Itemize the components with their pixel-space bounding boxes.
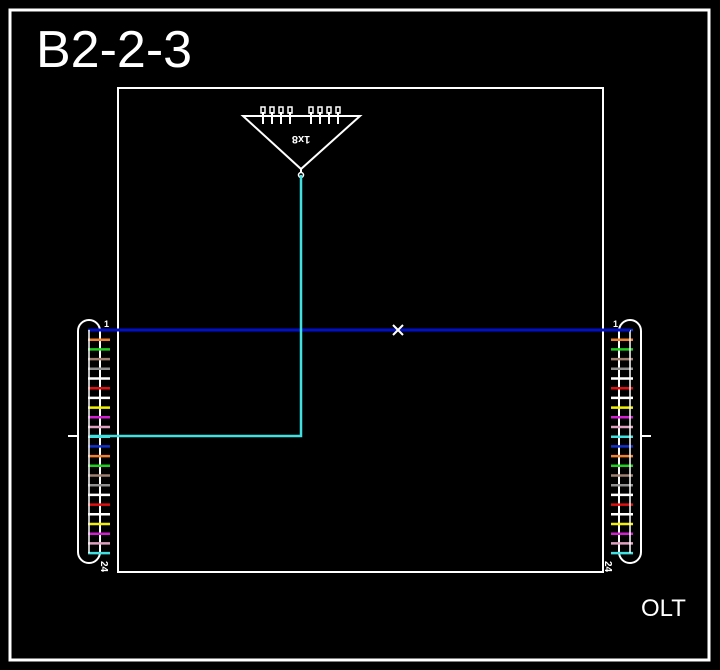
splitter-port-icon	[260, 106, 266, 114]
port-label-first: 1	[613, 319, 618, 329]
splitter-triangle	[240, 115, 363, 171]
right-cassette[interactable]: 1 24	[602, 319, 651, 573]
cyan-fiber-link[interactable]	[90, 175, 303, 438]
splitter-port-icon	[308, 106, 314, 114]
splitter-port-icon	[326, 106, 332, 114]
splitter-port-icon	[269, 106, 275, 114]
cassette-outline	[618, 319, 642, 564]
splitter-port-icon	[278, 106, 284, 114]
page-title: B2-2-3	[36, 21, 193, 79]
left-cassette[interactable]: 1 24	[68, 319, 110, 573]
port-label-last: 24	[98, 561, 109, 573]
splitter-port-icon	[317, 106, 323, 114]
splitter-port-icon	[335, 106, 341, 114]
fiber-links	[90, 175, 630, 438]
olt-label: OLT	[641, 595, 686, 622]
outer-frame	[8, 8, 711, 662]
splitter-1x8[interactable]: 1x8	[240, 106, 363, 179]
port-label-first: 1	[104, 319, 109, 329]
splitter-label: 1x8	[292, 133, 310, 145]
port-label-last: 24	[602, 561, 613, 573]
break-x-icon	[392, 324, 404, 336]
splitter-port-icon	[287, 106, 293, 114]
cassette-outline	[77, 319, 101, 564]
